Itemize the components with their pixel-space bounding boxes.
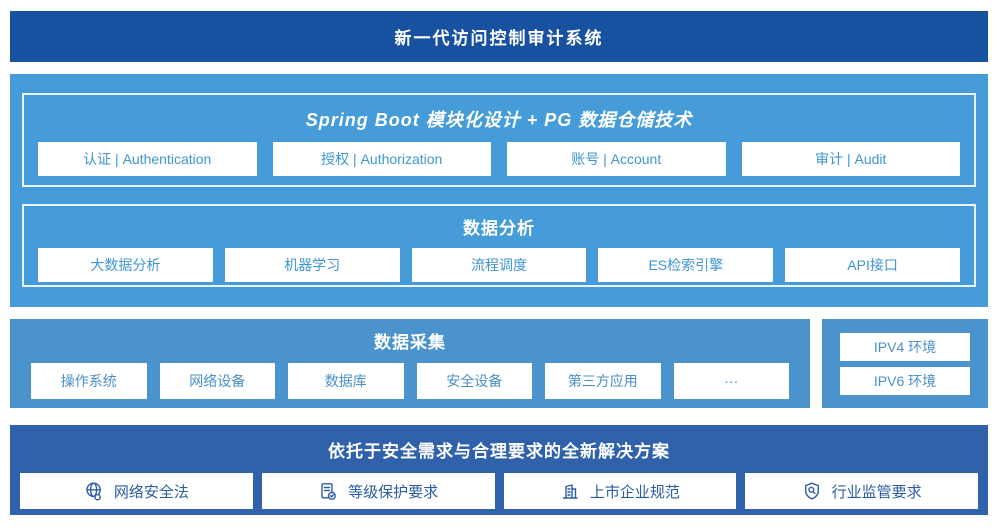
- modules-title: Spring Boot 模块化设计 + PG 数据仓储技术: [305, 110, 693, 130]
- collection-row: 操作系统 网络设备 数据库 安全设备 第三方应用 ···: [10, 363, 810, 399]
- collection-section: 数据采集 操作系统 网络设备 数据库 安全设备 第三方应用 ···: [10, 319, 810, 408]
- collection-box-database: 数据库: [288, 363, 404, 399]
- solution-box-cybersecurity-law: 网络安全法: [20, 473, 253, 509]
- analysis-box-ml: 机器学习: [224, 248, 400, 282]
- analysis-box-bigdata: 大数据分析: [38, 248, 213, 282]
- building-icon: [560, 481, 580, 501]
- ipv6-box: IPV6 环境: [840, 367, 970, 395]
- solution-row: 网络安全法 等级保护要求: [10, 473, 988, 509]
- solution-box-industry-regulation: 行业监管要求: [745, 473, 978, 509]
- module-box-authentication: 认证 | Authentication: [38, 142, 257, 176]
- shield-search-icon: [802, 481, 822, 501]
- globe-icon: [84, 481, 104, 501]
- analysis-title: 数据分析: [463, 219, 535, 238]
- module-box-authorization: 授权 | Authorization: [272, 142, 491, 176]
- environment-panel: IPV4 环境 IPV6 环境: [822, 319, 988, 408]
- solution-box-listed-company: 上市企业规范: [503, 473, 737, 509]
- solution-box-label: 等级保护要求: [348, 483, 439, 501]
- solution-box-label: 上市企业规范: [589, 483, 680, 501]
- analysis-box-workflow: 流程调度: [411, 248, 587, 282]
- collection-box-network: 网络设备: [159, 363, 275, 399]
- platform-section: Spring Boot 模块化设计 + PG 数据仓储技术 认证 | Authe…: [10, 74, 988, 307]
- collection-box-more: ···: [673, 363, 789, 399]
- document-check-icon: [318, 481, 338, 501]
- system-title: 新一代访问控制审计系统: [394, 29, 604, 48]
- banner: 新一代访问控制审计系统: [10, 11, 988, 62]
- collection-title: 数据采集: [374, 333, 446, 352]
- solution-title: 依托于安全需求与合理要求的全新解决方案: [328, 442, 670, 461]
- analysis-section: 数据分析 大数据分析 机器学习 流程调度 ES检索引擎 API接口: [22, 204, 976, 287]
- solution-section: 依托于安全需求与合理要求的全新解决方案 网络安全法: [10, 425, 988, 515]
- collection-box-thirdparty: 第三方应用: [545, 363, 661, 399]
- solution-box-label: 行业监管要求: [831, 483, 922, 501]
- modules-section: Spring Boot 模块化设计 + PG 数据仓储技术 认证 | Authe…: [22, 93, 976, 187]
- collection-box-security: 安全设备: [416, 363, 532, 399]
- module-box-account: 账号 | Account: [507, 142, 726, 176]
- module-box-audit: 审计 | Audit: [741, 142, 960, 176]
- analysis-box-es: ES检索引擎: [598, 248, 774, 282]
- analysis-row: 大数据分析 机器学习 流程调度 ES检索引擎 API接口: [24, 248, 974, 282]
- solution-box-graded-protection: 等级保护要求: [261, 473, 495, 509]
- modules-row: 认证 | Authentication 授权 | Authorization 账…: [24, 142, 974, 176]
- solution-box-label: 网络安全法: [113, 483, 189, 501]
- collection-box-os: 操作系统: [31, 363, 147, 399]
- analysis-box-api: API接口: [785, 248, 960, 282]
- ipv4-box: IPV4 环境: [840, 333, 970, 361]
